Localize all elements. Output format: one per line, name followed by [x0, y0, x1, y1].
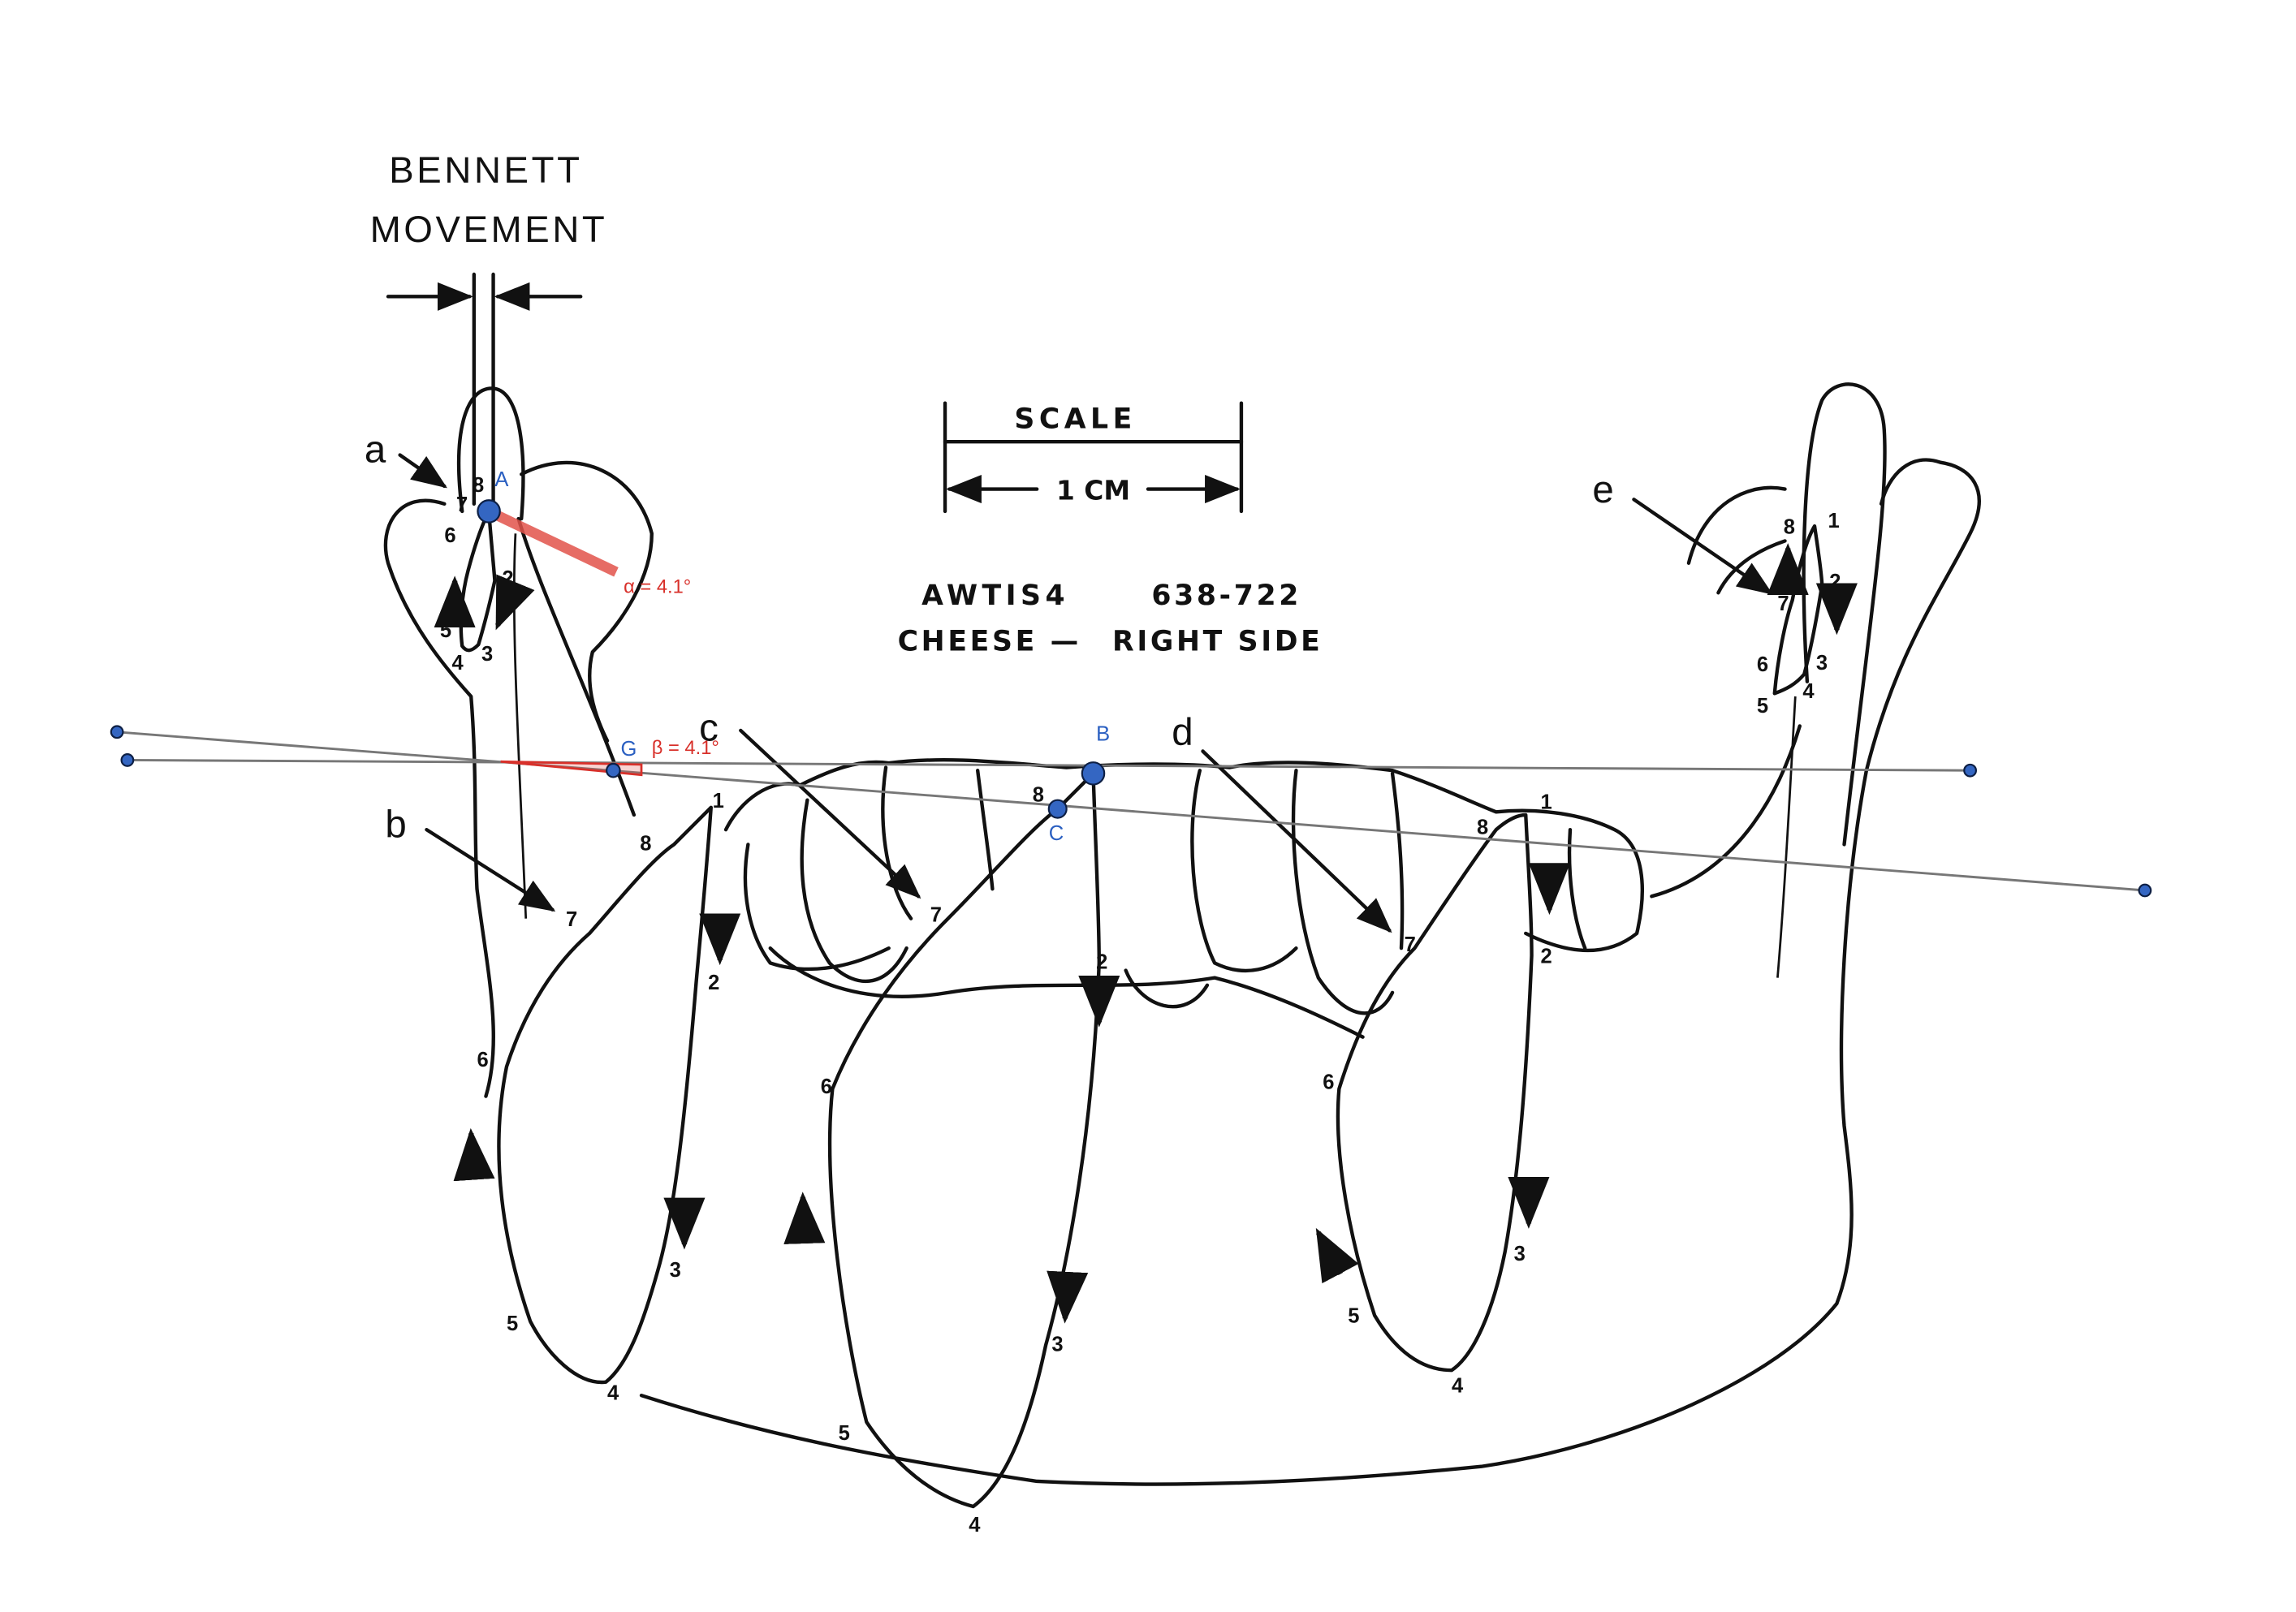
scale-bar: SCALE 1 CM: [943, 401, 1244, 514]
tracing-c-number: 6: [821, 1075, 832, 1098]
tracing-d-number: 7: [1405, 933, 1416, 956]
tracing-c: [827, 771, 1101, 1509]
point-end-4[interactable]: [2138, 883, 2152, 898]
tracing-b-number: 1: [713, 790, 724, 812]
point-A[interactable]: [477, 499, 501, 524]
tracing-a-number: 2: [503, 567, 514, 590]
point-end-2[interactable]: [120, 753, 135, 767]
tracing-e-number: 5: [1757, 695, 1768, 718]
tracing-d-number: 2: [1540, 945, 1552, 968]
tracing-d-number: 6: [1323, 1071, 1334, 1093]
tracing-e-number: 2: [1829, 571, 1841, 593]
tracing-e-number: 6: [1757, 653, 1768, 676]
point-G-label: G: [620, 738, 637, 761]
point-end-1[interactable]: [110, 725, 124, 739]
tracing-c-number: 2: [1096, 951, 1107, 974]
tracing-b-number: 7: [566, 908, 577, 931]
tracing-c-number: 7: [930, 903, 942, 926]
mandible-outline: [383, 382, 1981, 1486]
direction-arrows: [434, 543, 1858, 1324]
bennett-title-line1: BENNETT: [389, 149, 582, 191]
tracing-a-number: 8: [473, 474, 484, 497]
tracing-d-number: 1: [1540, 791, 1552, 814]
caption-subject: CHEESE —: [898, 625, 1081, 657]
point-B-label: B: [1096, 723, 1110, 746]
tracing-a: [459, 509, 497, 653]
point-end-3[interactable]: [1963, 763, 1977, 778]
tracing-e-number: 3: [1816, 652, 1828, 675]
point-G[interactable]: [606, 762, 621, 778]
tracing-a-number: 3: [481, 643, 493, 666]
label-c: c: [699, 707, 719, 750]
tracing-a-number: 7: [456, 494, 468, 516]
tracing-b-number: 5: [507, 1312, 518, 1335]
line-through-G-C: [117, 731, 2146, 892]
bennett-movement-indicator: [386, 272, 583, 506]
tracing-b-number: 8: [640, 833, 651, 856]
tracing-c-number: 8: [1033, 784, 1044, 807]
bennett-title-line2: MOVEMENT: [370, 209, 608, 250]
label-e: e: [1592, 468, 1613, 511]
alpha-segment: [489, 507, 619, 577]
tracing-a-number: 6: [444, 524, 455, 547]
tracing-d: [1336, 812, 1534, 1373]
tracing-d-number: 8: [1477, 817, 1488, 839]
alpha-label: α = 4.1°: [624, 576, 691, 597]
beta-label: β = 4.1°: [652, 738, 719, 759]
caption-id: AWTIS4: [921, 580, 1069, 612]
leader-lines: [398, 453, 1773, 933]
teeth: [723, 758, 1644, 1039]
tracing-d-number: 5: [1348, 1305, 1359, 1328]
label-d: d: [1172, 711, 1193, 754]
label-a: a: [365, 429, 386, 472]
line-through-B: [127, 758, 1970, 772]
tracing-c-number: 3: [1051, 1333, 1063, 1356]
construction-lines: [117, 507, 2146, 892]
scale-title: SCALE: [1014, 403, 1136, 436]
scale-unit: 1 CM: [1056, 475, 1130, 506]
tracing-e-number: 8: [1784, 515, 1795, 538]
tracing-e-number: 1: [1828, 510, 1839, 532]
tracing-a-number: 5: [440, 619, 451, 642]
tracing-a-number: 4: [451, 652, 464, 675]
tracing-b-number: 2: [708, 972, 719, 994]
tracing-b: [497, 805, 713, 1385]
tracing-b-number: 3: [670, 1259, 681, 1282]
tracing-e-number: 4: [1802, 680, 1815, 703]
point-A-label: A: [494, 468, 508, 491]
tracing-e-number: 7: [1777, 593, 1789, 615]
tracing-d-number: 4: [1452, 1375, 1464, 1398]
tracing-b-number: 4: [607, 1382, 619, 1405]
tracing-c-number: 4: [969, 1514, 981, 1537]
point-C-label: C: [1049, 822, 1064, 845]
point-C[interactable]: [1047, 799, 1068, 819]
tracing-b-number: 6: [477, 1049, 488, 1071]
caption-range: 638-722: [1151, 580, 1301, 612]
point-B[interactable]: [1081, 761, 1106, 786]
label-b: b: [385, 803, 406, 846]
caption-side: RIGHT SIDE: [1112, 625, 1323, 657]
tracing-d-number: 3: [1514, 1243, 1526, 1265]
tracing-c-number: 5: [839, 1422, 850, 1445]
